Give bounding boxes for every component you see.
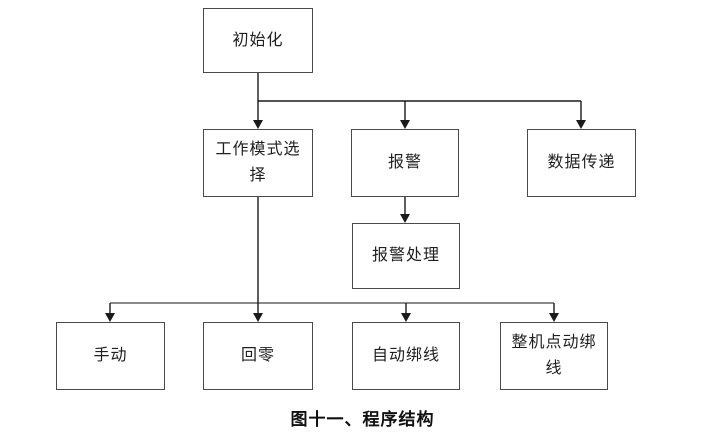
node-auto-wire-binding: 自动绑线 [352, 322, 460, 390]
node-alarm: 报警 [351, 129, 459, 197]
edge-branch-to-alarm [400, 101, 410, 129]
edge-branch-to-data-transfer [576, 101, 586, 129]
edge-init-to-branch [253, 73, 581, 129]
edge-work-mode-to-branch [110, 197, 554, 322]
node-work-mode-select: 工作模式选择 [203, 129, 313, 197]
edge-alarm-to-alarm-handling [400, 197, 410, 223]
node-work-mode-select-label: 工作模式选择 [215, 141, 301, 184]
node-alarm-handling-label: 报警处理 [371, 247, 440, 264]
node-machine-jog-binding-label: 整机点动绑线 [511, 334, 597, 377]
edge-branch-to-auto-binding [401, 303, 411, 322]
node-data-transfer-label: 数据传递 [547, 154, 616, 171]
node-manual-label: 手动 [93, 347, 128, 364]
node-init-label: 初始化 [232, 31, 284, 49]
node-manual: 手动 [56, 322, 165, 390]
node-machine-jog-binding: 整机点动绑线 [500, 322, 608, 390]
node-alarm-label: 报警 [387, 154, 422, 171]
figure-caption: 图十一、程序结构 [290, 410, 435, 429]
node-return-zero-label: 回零 [240, 347, 275, 364]
node-alarm-handling: 报警处理 [352, 223, 460, 289]
node-init: 初始化 [203, 8, 313, 73]
edge-branch-to-manual [105, 303, 115, 322]
edge-branch-to-jog-binding [549, 303, 559, 322]
node-auto-wire-binding-label: 自动绑线 [371, 347, 440, 364]
node-data-transfer: 数据传递 [527, 129, 636, 197]
node-return-zero: 回零 [203, 322, 313, 390]
